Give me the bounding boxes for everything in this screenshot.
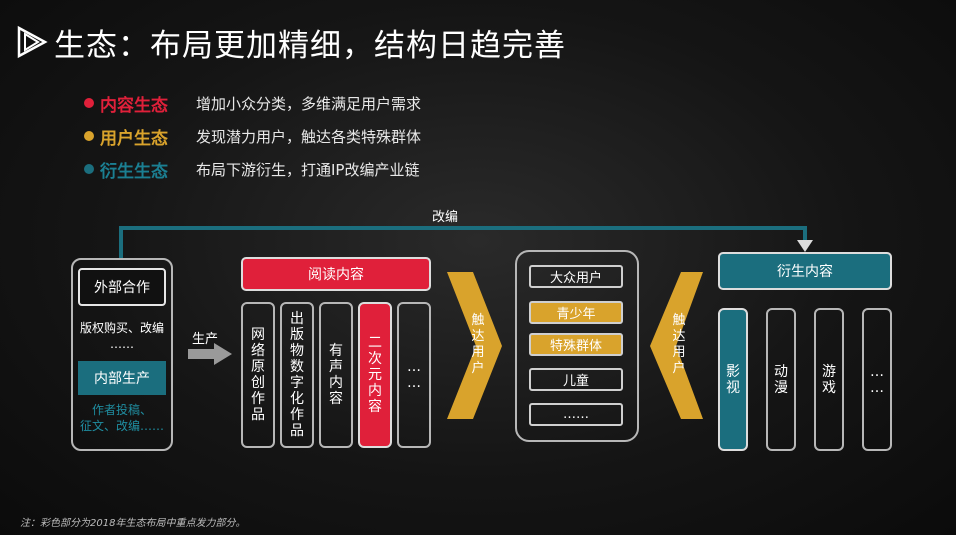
user-item-label: 特殊群体 <box>549 339 602 354</box>
derived-content-label: 衍生内容 <box>777 264 833 280</box>
internal-production-box: 内部生产 <box>78 361 166 395</box>
bullet-user-ecosystem: 用户生态 发现潜力用户，触达各类特殊群体 <box>84 123 421 149</box>
column-text: 出版物数字化作品 <box>290 311 304 439</box>
reach-right-label: 触达用户 <box>667 300 691 390</box>
user-item-label: 大众用户 <box>549 271 602 286</box>
bullet-dot <box>84 98 94 108</box>
bullet-label: 衍生生态 <box>100 161 168 182</box>
derived-column-game: 游戏 <box>814 308 844 451</box>
user-item-label: 青少年 <box>556 307 596 322</box>
external-desc: 版权购买、改编 …… <box>74 320 170 352</box>
produce-label: 生产 <box>192 332 219 347</box>
reading-column-audio: 有声内容 <box>319 302 353 448</box>
internal-desc-line: 征文、改编…… <box>79 419 164 433</box>
user-item-teen: 青少年 <box>529 301 623 324</box>
bullet-desc: 发现潜力用户，触达各类特殊群体 <box>196 127 422 146</box>
reading-column-more: …… <box>397 302 431 448</box>
reading-content-header: 阅读内容 <box>241 257 431 291</box>
external-desc-line: 版权购买、改编 <box>79 321 164 335</box>
users-panel <box>515 250 639 442</box>
derived-content-header: 衍生内容 <box>718 252 892 290</box>
reach-text: 触达用户 <box>471 313 485 376</box>
adapt-arrow-line <box>119 226 807 258</box>
reading-column-acg: 二次元内容 <box>358 302 392 448</box>
column-text: 动漫 <box>774 363 788 396</box>
external-cooperation-box: 外部合作 <box>78 268 166 306</box>
user-item-special: 特殊群体 <box>529 333 623 356</box>
bullet-dot <box>84 131 94 141</box>
bullet-desc: 布局下游衍生，打通IP改编产业链 <box>196 160 420 179</box>
bullet-content-ecosystem: 内容生态 增加小众分类，多维满足用户需求 <box>84 90 421 116</box>
source-panel <box>71 258 173 451</box>
column-text: 网络原创作品 <box>251 327 265 423</box>
produce-arrow-shaft <box>188 349 214 359</box>
derived-column-anime: 动漫 <box>766 308 796 451</box>
reach-right-chevron <box>650 272 703 419</box>
adapt-arrow-head <box>797 240 813 252</box>
external-desc-line: …… <box>110 337 134 351</box>
column-text: 游戏 <box>822 363 836 396</box>
user-item-mass: 大众用户 <box>529 265 623 288</box>
derived-column-more: …… <box>862 308 892 451</box>
column-text: 影视 <box>726 363 740 396</box>
internal-desc-line: 作者投稿、 <box>91 403 152 417</box>
bullet-derived-ecosystem: 衍生生态 布局下游衍生，打通IP改编产业链 <box>84 156 419 182</box>
column-text: 有声内容 <box>329 343 343 407</box>
title-row: 生态：布局更加精细，结构日趋完善 <box>14 18 566 66</box>
triangle-play-icon <box>17 25 48 59</box>
bullet-label: 用户生态 <box>100 128 168 149</box>
footnote: 注：彩色部分为2018年生态布局中重点发力部分。 <box>20 518 246 529</box>
internal-production-label: 内部生产 <box>94 371 150 387</box>
user-item-children: 儿童 <box>529 368 623 391</box>
reading-content-label: 阅读内容 <box>308 267 364 283</box>
reach-left-label: 触达用户 <box>466 300 490 390</box>
reach-left-chevron <box>447 272 502 419</box>
user-item-label: …… <box>563 407 589 422</box>
bullet-dot <box>84 164 94 174</box>
reading-column-original: 网络原创作品 <box>241 302 275 448</box>
column-text: …… <box>870 363 884 396</box>
produce-arrow-head <box>214 343 232 365</box>
column-text: …… <box>407 359 421 391</box>
user-item-more: …… <box>529 403 623 426</box>
page-title: 生态：布局更加精细，结构日趋完善 <box>54 27 566 64</box>
reading-column-digitized: 出版物数字化作品 <box>280 302 314 448</box>
derived-column-film: 影视 <box>718 308 748 451</box>
reach-text: 触达用户 <box>672 313 686 376</box>
bullet-label: 内容生态 <box>100 95 168 116</box>
internal-desc: 作者投稿、 征文、改编…… <box>74 402 170 434</box>
user-item-label: 儿童 <box>562 374 589 389</box>
adapt-label: 改编 <box>432 210 459 225</box>
external-cooperation-label: 外部合作 <box>94 280 150 296</box>
bullet-desc: 增加小众分类，多维满足用户需求 <box>196 94 422 113</box>
column-text: 二次元内容 <box>368 335 382 415</box>
